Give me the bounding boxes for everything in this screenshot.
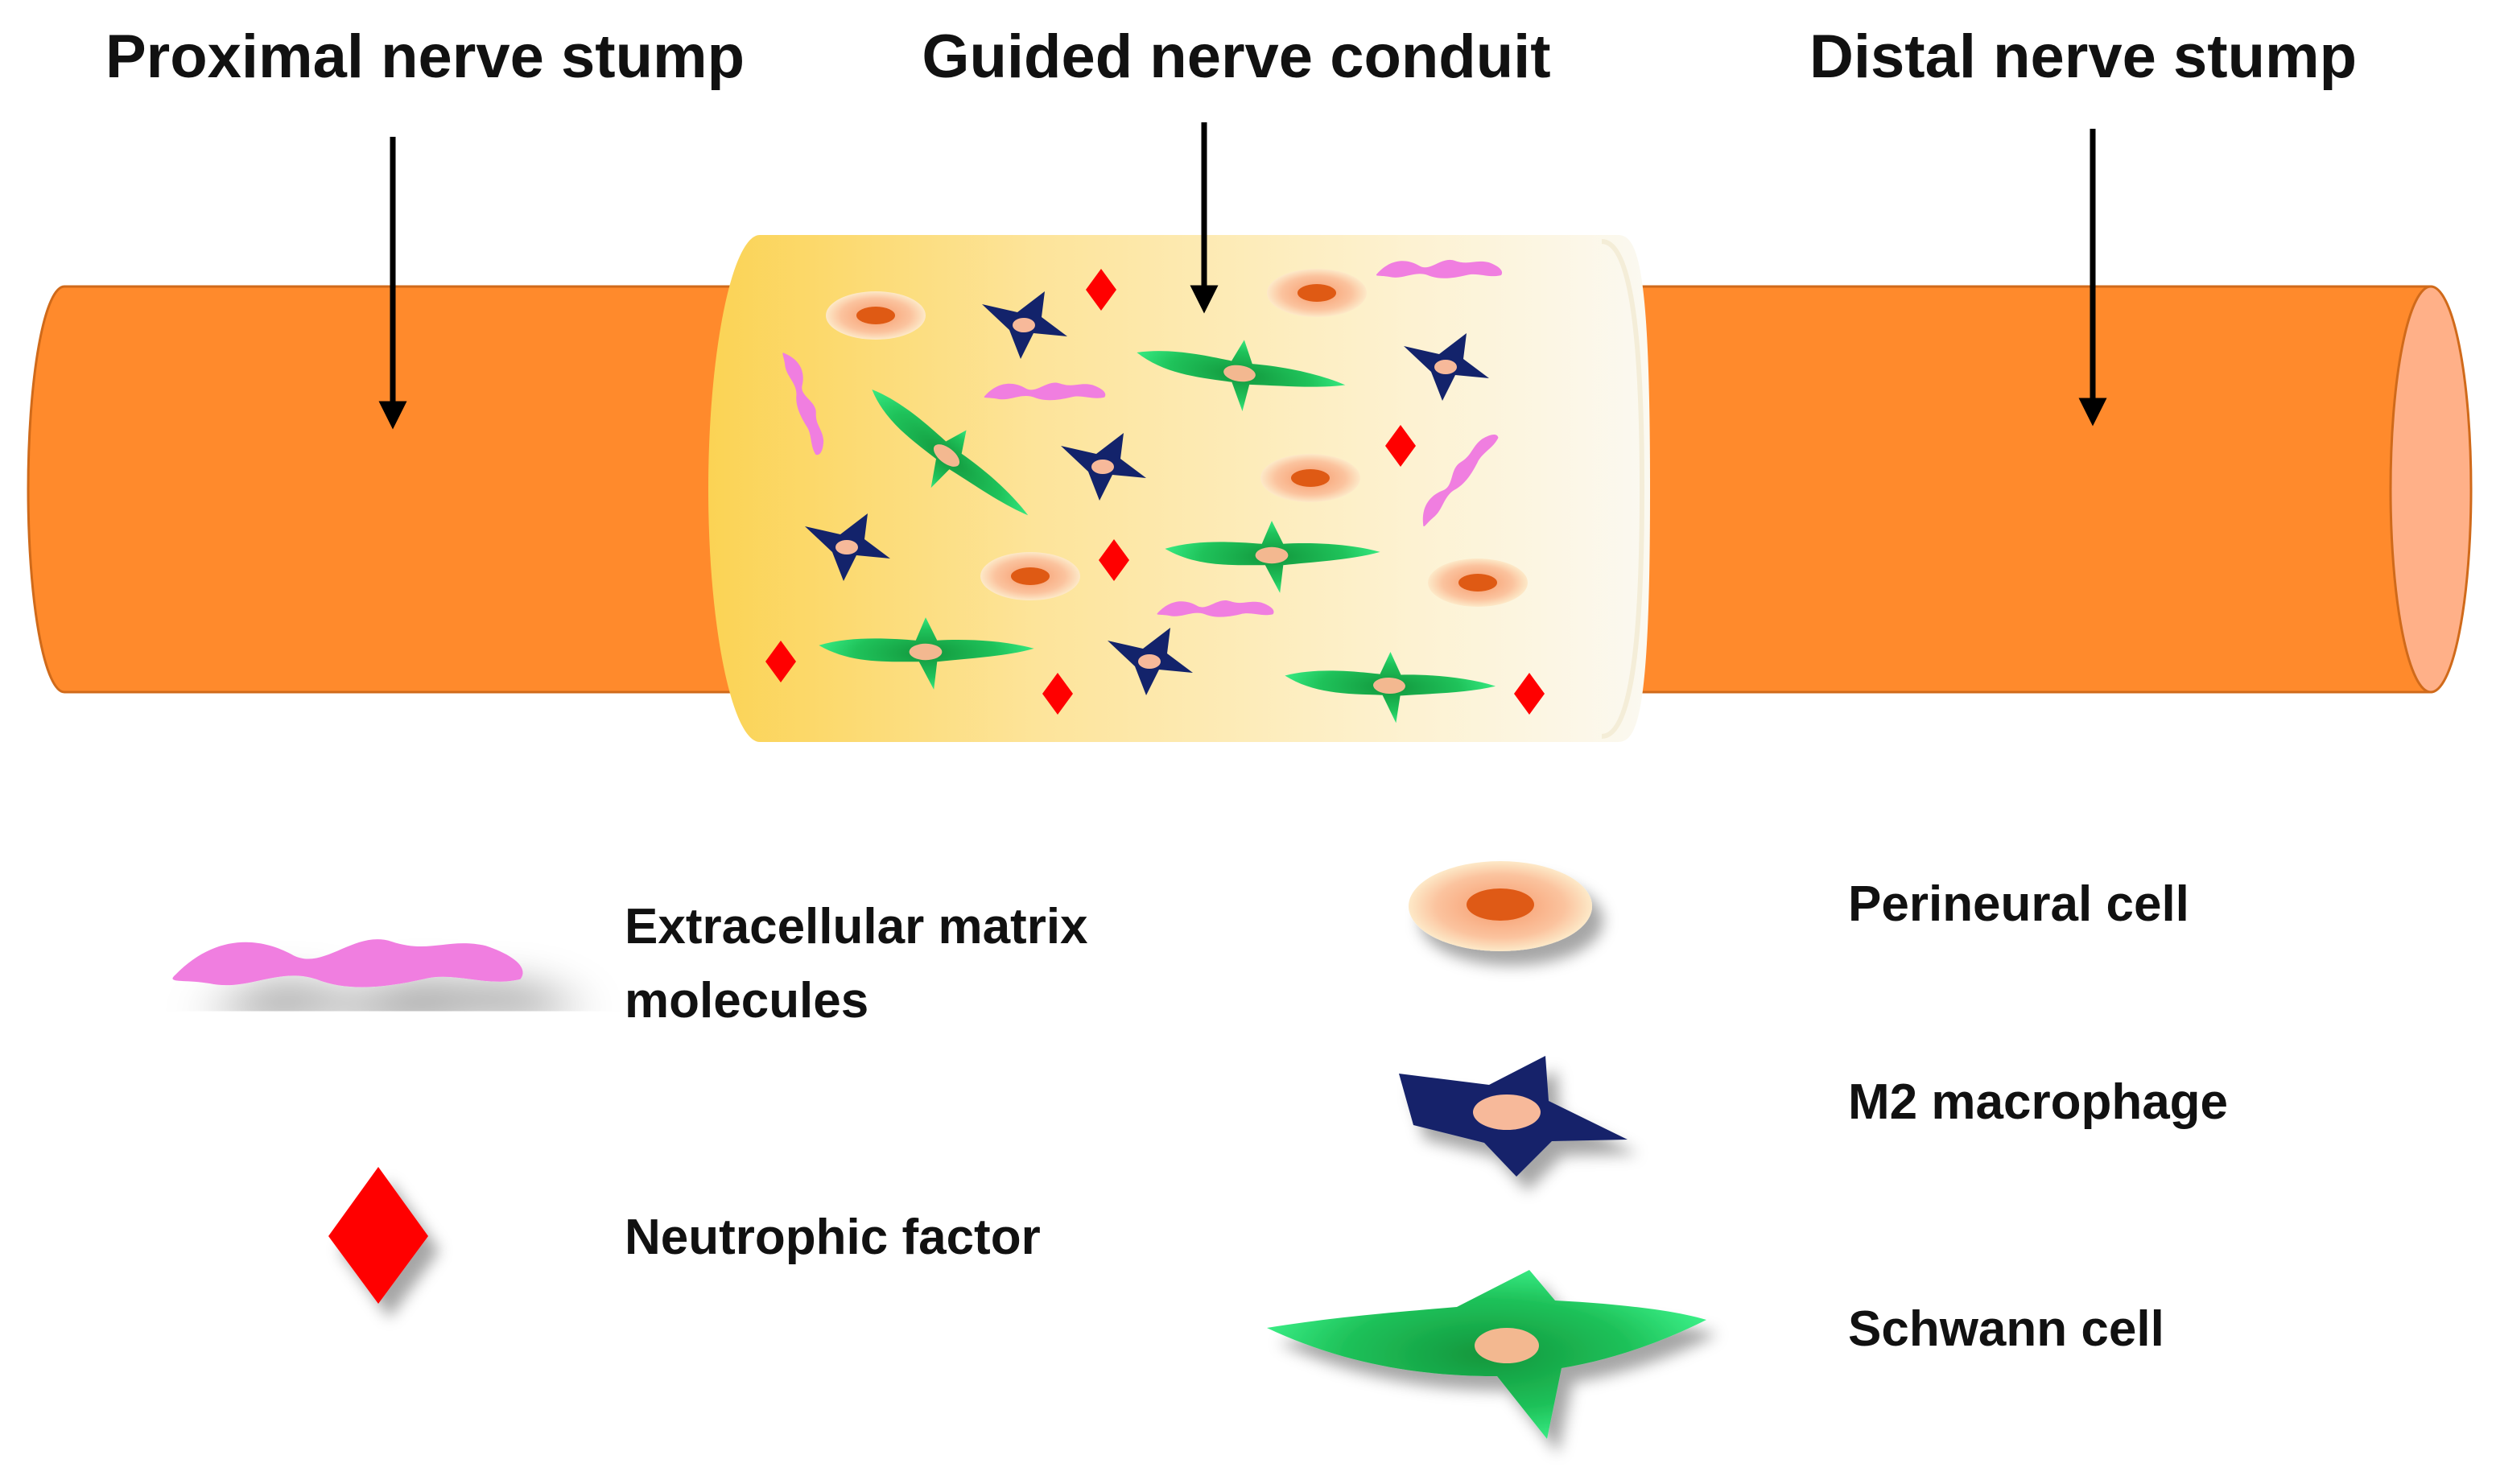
proximal-label: Proximal nerve stump (105, 23, 745, 91)
legend-perineural-swatch (1409, 861, 1592, 951)
perineural-cell (980, 552, 1080, 600)
proximal-nerve-stump (27, 285, 734, 694)
distal-nerve-stump (1600, 285, 2473, 694)
legend-macrophage-swatch (1399, 1056, 1628, 1177)
legend: Extracellular matrix molecules Neutrophi… (172, 861, 2228, 1439)
guided-nerve-conduit (708, 235, 1650, 742)
perineural-cell (1428, 559, 1528, 607)
legend-factor: Neutrophic factor (328, 1167, 1041, 1304)
legend-perineural-label: Perineural cell (1848, 876, 2189, 932)
legend-schwann: Schwann cell (1267, 1270, 2164, 1439)
perineural-cell (1267, 269, 1367, 317)
legend-perineural: Perineural cell (1409, 861, 2189, 951)
legend-schwann-label: Schwann cell (1848, 1301, 2164, 1357)
conduit-label: Guided nerve conduit (922, 23, 1550, 91)
legend-factor-swatch (328, 1167, 428, 1304)
legend-ecm-label-line1: Extracellular matrix (625, 899, 1088, 954)
distal-label: Distal nerve stump (1809, 23, 2357, 91)
legend-ecm-label-line2: molecules (625, 973, 868, 1028)
legend-macrophage-label: M2 macrophage (1848, 1074, 2228, 1130)
legend-macrophage: M2 macrophage (1399, 1056, 2228, 1177)
legend-factor-label: Neutrophic factor (625, 1210, 1041, 1265)
legend-schwann-swatch (1267, 1270, 1706, 1439)
legend-ecm: Extracellular matrix molecules (172, 899, 1088, 1028)
perineural-cell (826, 291, 926, 340)
distal-stump-cut-face (2389, 285, 2473, 694)
legend-ecm-swatch (172, 939, 523, 987)
perineural-cell (1260, 454, 1360, 502)
